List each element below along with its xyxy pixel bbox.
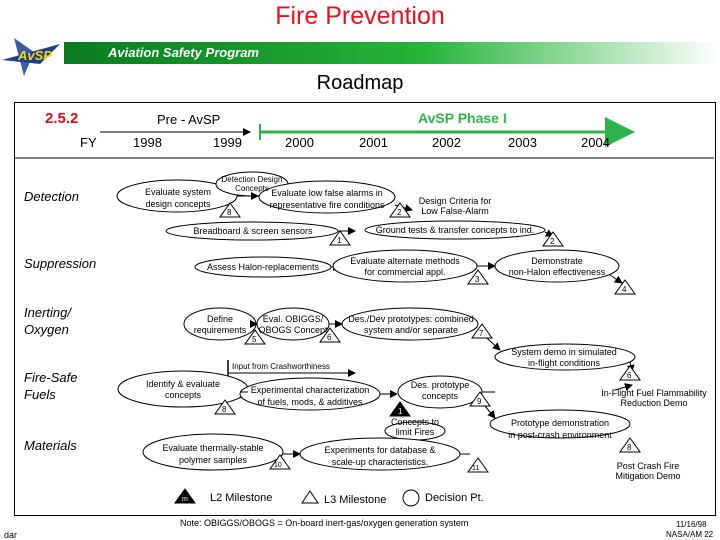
banner-label: Aviation Safety Program — [108, 45, 259, 60]
svg-text:10: 10 — [274, 462, 282, 469]
svg-text:3: 3 — [475, 275, 480, 284]
year-2000: 2000 — [285, 135, 314, 150]
activity-ground-tests: Ground tests & transfer concepts to ind. — [375, 225, 535, 235]
svg-text:11: 11 — [472, 465, 479, 472]
activity-exp-database: Experiments for database & scale-up char… — [324, 445, 436, 467]
svg-text:2: 2 — [397, 208, 402, 217]
roadmap-frame — [14, 102, 716, 516]
year-2003: 2003 — [508, 135, 537, 150]
roadmap-title: Roadmap — [316, 72, 404, 94]
year-2004: 2004 — [581, 135, 610, 150]
section-materials: Materials — [24, 438, 77, 453]
activity-demo-non-halon: Demonstrate non-Halon effectiveness — [508, 256, 606, 277]
svg-text:m: m — [182, 496, 188, 503]
year-2002: 2002 — [432, 135, 461, 150]
footer-author: dar — [4, 530, 18, 540]
svg-text:8: 8 — [227, 208, 232, 217]
footer-note: Note: OBIGGS/OBOGS = On-board inert-gas/… — [180, 518, 469, 528]
activity-eval-low-false: Evaluate low false alarms in representat… — [269, 188, 385, 210]
activity-eval-obiggs: Eval. OBIGGS/ OBOGS Concept — [258, 314, 328, 335]
activity-system-demo: System demo in simulated in-flight condi… — [511, 347, 617, 368]
svg-text:1: 1 — [337, 236, 342, 245]
svg-text:6: 6 — [627, 371, 632, 380]
section-detection: Detection — [24, 189, 79, 204]
input-crashworthiness: Input from Crashworthiness — [232, 362, 330, 371]
svg-text:2: 2 — [550, 237, 555, 246]
wbs-label: 2.5.2 — [45, 110, 79, 127]
svg-text:6: 6 — [327, 333, 332, 342]
year-2001: 2001 — [359, 135, 388, 150]
svg-text:8: 8 — [627, 443, 632, 452]
phase1-label: AvSP Phase I — [418, 110, 507, 126]
svg-text:8: 8 — [222, 405, 227, 414]
fy-label: FY — [80, 135, 97, 150]
activity-breadboard: Breadboard & screen sensors — [193, 226, 313, 236]
year-1998: 1998 — [133, 135, 162, 150]
activity-define-req: Define requirements — [193, 314, 247, 335]
page-title: Fire Prevention — [275, 2, 445, 30]
year-1999: 1999 — [213, 135, 242, 150]
svg-text:1: 1 — [398, 407, 403, 416]
legend-l2: L2 Milestone — [210, 492, 273, 504]
activity-design-criteria: Design Criteria for Low False-Alarm — [418, 196, 492, 216]
pre-avsp-label: Pre - AvSP — [157, 112, 221, 127]
activity-assess-halon: Assess Halon-replacements — [206, 262, 320, 272]
svg-text:4: 4 — [622, 285, 627, 294]
activity-identify-eval: Identify & evaluate concepts — [145, 379, 221, 400]
activity-proto-demo: Prototype demonstration in post-crash en… — [508, 418, 612, 440]
section-fuels: Fire-Safe Fuels — [24, 370, 78, 402]
svg-text:5: 5 — [252, 335, 257, 344]
program-banner — [64, 42, 720, 64]
activity-detection-design: Detection Design Concepts — [221, 175, 283, 193]
legend-l3: L3 Milestone — [324, 494, 387, 506]
activity-eval-thermal: Evaluate thermally-stable polymer sample… — [162, 443, 264, 465]
svg-text:AvSP: AvSP — [17, 48, 52, 63]
avsp-logo: AvSP — [2, 38, 60, 76]
activity-eval-alt-methods: Evaluate alternate methods for commercia… — [350, 256, 460, 277]
activity-exp-char: Experimental characterization of fuels, … — [250, 385, 370, 407]
svg-text:9: 9 — [477, 397, 482, 406]
legend-decision: Decision Pt. — [425, 492, 484, 504]
activity-des-proto: Des. prototype concepts — [410, 380, 470, 401]
section-suppression: Suppression — [24, 256, 97, 271]
activity-des-dev: Des./Dev prototypes: combined system and… — [348, 314, 474, 335]
activity-eval-system: Evaluate system design concepts — [144, 187, 212, 209]
activity-concepts-limit: Concepts to limit Fires — [390, 417, 440, 437]
footer-date: 11/16/98 — [676, 520, 707, 529]
footer-org: NASA/AM 22 — [666, 530, 714, 539]
svg-text:7: 7 — [479, 329, 484, 338]
section-inerting: Inerting/ Oxygen — [24, 305, 71, 337]
activity-post-crash-fire: Post Crash Fire Mitigation Demo — [615, 461, 681, 481]
activity-inflight-fuel: In-Flight Fuel Flammability Reduction De… — [601, 388, 707, 408]
